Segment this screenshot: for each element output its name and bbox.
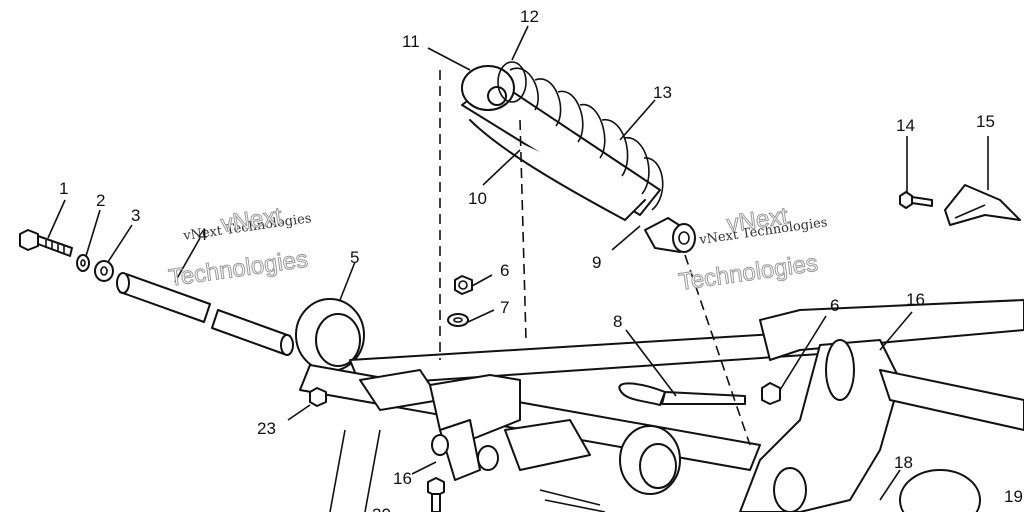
watermark: Technologies bbox=[167, 246, 310, 292]
nut-6 bbox=[454, 275, 473, 295]
shock-absorber bbox=[461, 61, 696, 253]
bushing-4 bbox=[116, 272, 294, 356]
callout-label: 4 bbox=[198, 225, 207, 244]
washer-7 bbox=[447, 313, 469, 327]
assembly-line-right bbox=[684, 254, 751, 446]
bolt-20 bbox=[427, 477, 445, 512]
washer-2 bbox=[76, 254, 90, 272]
callout-label: 16 bbox=[393, 469, 412, 488]
callout-label: 1 bbox=[59, 179, 68, 198]
watermark: Technologies bbox=[677, 250, 820, 296]
callout-label: 9 bbox=[592, 253, 601, 272]
callout-label: 19 bbox=[1004, 487, 1023, 506]
callout-label: 6 bbox=[500, 261, 509, 280]
leader-lines bbox=[47, 25, 989, 501]
watermark: vNext bbox=[219, 203, 284, 238]
callout-label: 5 bbox=[350, 248, 359, 267]
callout-label: 18 bbox=[894, 453, 913, 472]
callout-label: 7 bbox=[500, 298, 509, 317]
bolt-14 bbox=[899, 191, 933, 209]
callout-label: 11 bbox=[402, 32, 420, 51]
callout-label: 2 bbox=[96, 191, 105, 210]
callout-label: 16 bbox=[906, 290, 925, 309]
eye-bolt-8 bbox=[618, 382, 746, 406]
callout-labels: 1 2 3 4 5 6 7 6 8 9 10 11 12 13 14 15 16… bbox=[59, 7, 1023, 512]
callout-label: 13 bbox=[653, 83, 672, 102]
callout-label: 12 bbox=[520, 7, 539, 26]
callout-label: 20 bbox=[372, 505, 391, 512]
rear-arm-assembly bbox=[295, 298, 1024, 512]
callout-label: 6 bbox=[830, 296, 839, 315]
assembly-line-mid bbox=[519, 119, 527, 341]
callout-label: 23 bbox=[257, 419, 276, 438]
callout-label: 10 bbox=[468, 189, 487, 208]
callout-label: 15 bbox=[976, 112, 995, 131]
bolt-1 bbox=[19, 229, 73, 257]
nut-6-right bbox=[761, 382, 781, 405]
callout-label: 3 bbox=[131, 206, 140, 225]
washer-3 bbox=[94, 260, 114, 282]
callout-label: 14 bbox=[896, 116, 915, 135]
clip-15 bbox=[944, 184, 1021, 226]
nut-23 bbox=[309, 387, 327, 407]
callout-label: 8 bbox=[613, 312, 622, 331]
